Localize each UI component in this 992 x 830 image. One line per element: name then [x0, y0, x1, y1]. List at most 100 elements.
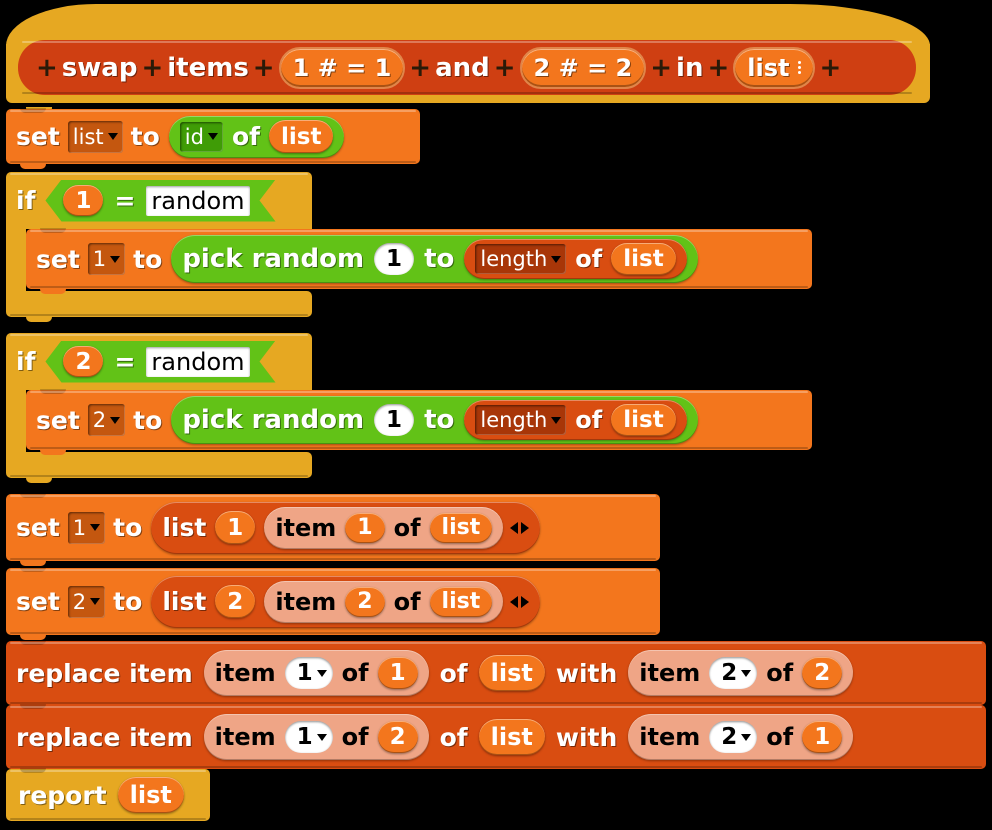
pick-random-from-input[interactable]: 1 [374, 243, 415, 275]
proto-plus-7[interactable]: + [819, 52, 842, 83]
proto-label-in[interactable]: in [676, 52, 704, 83]
left-operand-variable[interactable]: 1 [63, 185, 103, 216]
if-footer-shadow-2 [10, 475, 308, 477]
if-label: if [16, 186, 36, 215]
value-index-dropdown[interactable]: 2 [709, 721, 758, 753]
pick-random-reporter[interactable]: pick random 1 to length of list [171, 396, 698, 444]
set-2-random-block[interactable]: set 2 to pick random 1 to length of list [26, 389, 812, 455]
variadic-arrows[interactable] [510, 521, 530, 534]
proto-plus-0[interactable]: + [36, 52, 58, 83]
value-source-variable[interactable]: 2 [802, 657, 843, 689]
left-operand-label: 1 [75, 187, 92, 214]
report-block[interactable]: report list [6, 768, 210, 821]
variadic-arrows[interactable] [510, 595, 530, 608]
item-index-dropdown[interactable]: 1 [284, 721, 333, 753]
list-variable[interactable]: list [269, 120, 334, 153]
replace-item-block-2[interactable]: replace item item 1 of 2 of list with it… [6, 704, 986, 774]
if-block-1[interactable]: if 1 = random set 1 to [6, 172, 812, 322]
right-operand-input[interactable]: random [146, 186, 249, 216]
list-first-item[interactable]: 2 [215, 585, 256, 618]
proto-plus-3[interactable]: + [409, 52, 432, 83]
block-highlight [30, 230, 808, 232]
proto-plus-6[interactable]: + [707, 52, 730, 83]
target-list-variable[interactable]: list [478, 719, 545, 755]
proto-param-list[interactable]: list [733, 46, 816, 89]
set-target-dropdown[interactable]: 2 [87, 404, 126, 436]
block-definition-hat[interactable]: + swap + items + 1 # = 1 + and + 2 # = 2… [6, 4, 930, 113]
if-header-2[interactable]: if 2 = random [6, 333, 312, 390]
set-target-dropdown[interactable]: list [67, 120, 123, 153]
index-source-variable[interactable]: 1 [377, 657, 418, 689]
arrow-left-icon[interactable] [510, 595, 519, 608]
list-variable[interactable]: list [429, 586, 493, 617]
proto-plus-4[interactable]: + [493, 52, 516, 83]
value-index-dropdown[interactable]: 2 [709, 657, 758, 689]
set-target-dropdown[interactable]: 1 [87, 243, 126, 275]
list-variable[interactable]: list [611, 243, 676, 275]
equals-predicate[interactable]: 2 = random [45, 341, 275, 383]
pick-random-from-input[interactable]: 1 [374, 404, 415, 436]
proto-param-1[interactable]: 1 # = 1 [278, 46, 406, 89]
set-label: set [16, 122, 60, 151]
value-item-of-reporter[interactable]: item 2 of 1 [628, 714, 854, 760]
set-1-to-list-block[interactable]: set 1 to list 1 item 1 of list [6, 493, 660, 566]
set-target-dropdown[interactable]: 1 [67, 511, 106, 544]
if-header-1[interactable]: if 1 = random [6, 172, 312, 229]
length-of-reporter[interactable]: length of list [464, 400, 687, 440]
proto-label-and[interactable]: and [435, 52, 490, 83]
item-of-reporter[interactable]: item 2 of list [264, 580, 504, 623]
pick-random-reporter[interactable]: pick random 1 to length of list [171, 235, 698, 283]
list-variable[interactable]: list [429, 512, 493, 543]
proto-label-items[interactable]: items [167, 52, 249, 83]
set-2-to-list-block[interactable]: set 2 to list 2 item 2 of list [6, 567, 660, 640]
to-label: to [113, 513, 143, 542]
right-operand-input[interactable]: random [146, 347, 249, 377]
arrow-left-icon[interactable] [510, 521, 519, 534]
list-variable[interactable]: list [611, 404, 676, 436]
if-condition-1[interactable]: 1 = random [45, 180, 275, 222]
item-label: item [639, 659, 701, 687]
equals-sign: = [114, 186, 136, 215]
equals-predicate[interactable]: 1 = random [45, 180, 275, 222]
target-list-variable[interactable]: list [478, 655, 545, 691]
value-source-variable[interactable]: 1 [802, 721, 843, 753]
if-block-2[interactable]: if 2 = random set 2 to [6, 333, 812, 483]
left-operand-variable[interactable]: 2 [63, 346, 103, 377]
report-value-variable[interactable]: list [117, 777, 184, 813]
proto-plus-1[interactable]: + [141, 52, 164, 83]
proto-plus-2[interactable]: + [252, 52, 275, 83]
id-of-reporter[interactable]: id of list [168, 115, 345, 158]
proto-param-2[interactable]: 2 # = 2 [519, 46, 647, 89]
of-label: of [393, 513, 421, 542]
attribute-dropdown[interactable]: id [179, 121, 223, 152]
list-first-item[interactable]: 1 [215, 511, 256, 544]
index-source-variable[interactable]: 2 [377, 721, 418, 753]
arrow-right-icon[interactable] [521, 595, 530, 608]
index-item-of-reporter[interactable]: item 1 of 1 [203, 650, 429, 696]
value-item-of-reporter[interactable]: item 2 of 2 [628, 650, 854, 696]
attribute-dropdown[interactable]: length [475, 244, 567, 274]
proto-plus-5[interactable]: + [650, 52, 673, 83]
attribute-dropdown[interactable]: length [475, 405, 567, 435]
set-target-dropdown[interactable]: 2 [67, 585, 106, 618]
arrow-right-icon[interactable] [521, 521, 530, 534]
if-condition-2[interactable]: 2 = random [45, 341, 275, 383]
list-constructor-reporter[interactable]: list 2 item 2 of list [151, 575, 541, 628]
if-footer-2 [6, 452, 312, 478]
item-index-variable[interactable]: 2 [345, 586, 385, 617]
block-highlight [10, 569, 656, 571]
set-list-to-id-block[interactable]: set list to id of list [6, 108, 420, 169]
of-label: of [766, 659, 794, 687]
replace-item-block-1[interactable]: replace item item 1 of 1 of list with it… [6, 640, 986, 710]
proto-label-swap[interactable]: swap [61, 52, 138, 83]
length-of-reporter[interactable]: length of list [464, 239, 687, 279]
block-prototype-bar[interactable]: + swap + items + 1 # = 1 + and + 2 # = 2… [18, 40, 916, 95]
item-of-reporter[interactable]: item 1 of list [264, 506, 504, 549]
list-constructor-reporter[interactable]: list 1 item 1 of list [151, 501, 541, 554]
set-1-random-block[interactable]: set 1 to pick random 1 to length of list [26, 228, 812, 294]
item-index-variable[interactable]: 1 [345, 512, 385, 543]
index-item-of-reporter[interactable]: item 1 of 2 [203, 714, 429, 760]
if-spine-1 [6, 229, 26, 291]
item-index-dropdown[interactable]: 1 [284, 657, 333, 689]
